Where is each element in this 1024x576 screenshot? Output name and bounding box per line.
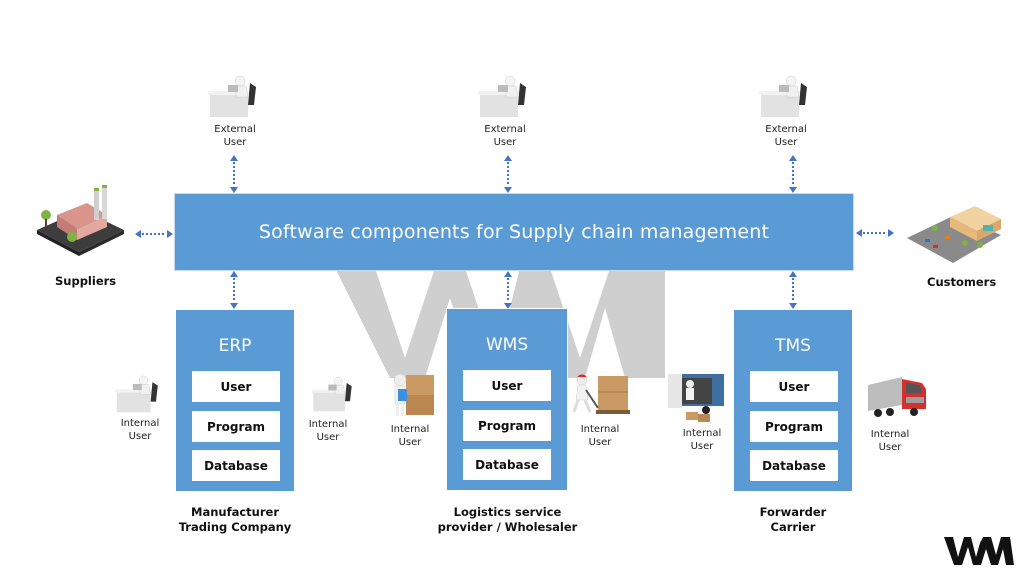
external-user-label-2: External User (470, 123, 540, 149)
customers-node (905, 203, 1003, 268)
org-line: Trading Company (178, 520, 292, 534)
desk-user-icon (311, 376, 352, 412)
label-line: User (128, 431, 152, 442)
system-title: ERP (218, 336, 252, 356)
connector-external-2 (504, 155, 512, 193)
connector-erp (230, 271, 238, 309)
label-line: User (588, 437, 612, 448)
org-line: provider / Wholesaler (437, 520, 578, 534)
internal-user-label-3: Internal User (375, 423, 445, 449)
erp-user-row: User (192, 371, 280, 402)
wms-user-row: User (463, 370, 551, 401)
internal-user-4 (572, 372, 630, 418)
erp-database-row: Database (192, 450, 280, 481)
label-line: External (484, 124, 526, 135)
internal-user-label-2: Internal User (293, 418, 363, 444)
supply-chain-software-bar: Software components for Supply chain man… (174, 193, 854, 271)
internal-user-label-5: Internal User (667, 427, 737, 453)
tms-database-row: Database (750, 450, 838, 481)
label-line: Internal (308, 419, 348, 430)
internal-user-2 (310, 375, 360, 415)
watermark-logo (335, 268, 665, 378)
internal-user-3 (388, 371, 436, 419)
connector-tms (789, 271, 797, 309)
system-title: TMS (775, 336, 811, 356)
org-line: Carrier (770, 520, 816, 534)
factory-icon (37, 185, 124, 256)
org-line: Manufacturer (191, 505, 279, 519)
suppliers-node (32, 185, 127, 257)
label-line: User (398, 437, 422, 448)
internal-user-6 (866, 375, 928, 421)
system-title: WMS (485, 335, 529, 355)
main-title: Software components for Supply chain man… (258, 221, 770, 243)
org-line: Logistics service (453, 505, 562, 519)
internal-user-label-6: Internal User (855, 428, 925, 454)
connector-wms (504, 271, 512, 309)
truck-loading-icon (668, 374, 724, 422)
wm-logo (944, 535, 1014, 567)
wms-organization-label: Logistics service provider / Wholesaler (420, 505, 595, 535)
label-line: User (878, 442, 902, 453)
connector-customers (856, 229, 894, 237)
desk-user-icon (208, 75, 256, 117)
label-line: Internal (120, 418, 160, 429)
suppliers-label: Suppliers (55, 274, 117, 288)
internal-user-1 (112, 375, 168, 415)
tms-system-box: TMS User Program Database (733, 309, 853, 492)
label-line: External (214, 124, 256, 135)
connector-external-3 (789, 155, 797, 193)
pallet-jack-worker-icon (572, 374, 630, 414)
erp-system-box: ERP User Program Database (175, 309, 295, 492)
label-line: User (690, 441, 714, 452)
desk-user-icon (759, 75, 807, 117)
external-user-3 (757, 75, 817, 120)
external-user-label-1: External User (200, 123, 270, 149)
label-line: User (774, 137, 798, 148)
connector-suppliers (135, 230, 173, 238)
internal-user-label-1: Internal User (105, 417, 175, 443)
store-parking-icon (907, 206, 1001, 263)
label-line: Internal (390, 424, 430, 435)
label-line: User (493, 137, 517, 148)
external-user-1 (206, 75, 266, 120)
label-line: User (316, 432, 340, 443)
erp-organization-label: Manufacturer Trading Company (165, 505, 305, 535)
tms-user-row: User (750, 371, 838, 402)
label-line: External (765, 124, 807, 135)
label-line: Internal (580, 424, 620, 435)
wms-program-row: Program (463, 410, 551, 441)
connector-external-1 (230, 155, 238, 193)
label-line: Internal (870, 429, 910, 440)
red-truck-icon (868, 377, 926, 417)
tms-organization-label: Forwarder Carrier (733, 505, 853, 535)
erp-program-row: Program (192, 411, 280, 442)
desk-user-icon (115, 375, 158, 413)
wms-system-box: WMS User Program Database (446, 308, 568, 491)
internal-user-5 (666, 372, 726, 424)
customers-label: Customers (927, 275, 997, 289)
wms-database-row: Database (463, 449, 551, 480)
tms-program-row: Program (750, 411, 838, 442)
internal-user-label-4: Internal User (565, 423, 635, 449)
external-user-2 (476, 75, 536, 120)
external-user-label-3: External User (751, 123, 821, 149)
warehouse-worker-boxes-icon (393, 373, 434, 416)
label-line: User (223, 137, 247, 148)
desk-user-icon (478, 75, 526, 117)
label-line: Internal (682, 428, 722, 439)
org-line: Forwarder (759, 505, 827, 519)
wm-logo-icon (944, 537, 1014, 565)
